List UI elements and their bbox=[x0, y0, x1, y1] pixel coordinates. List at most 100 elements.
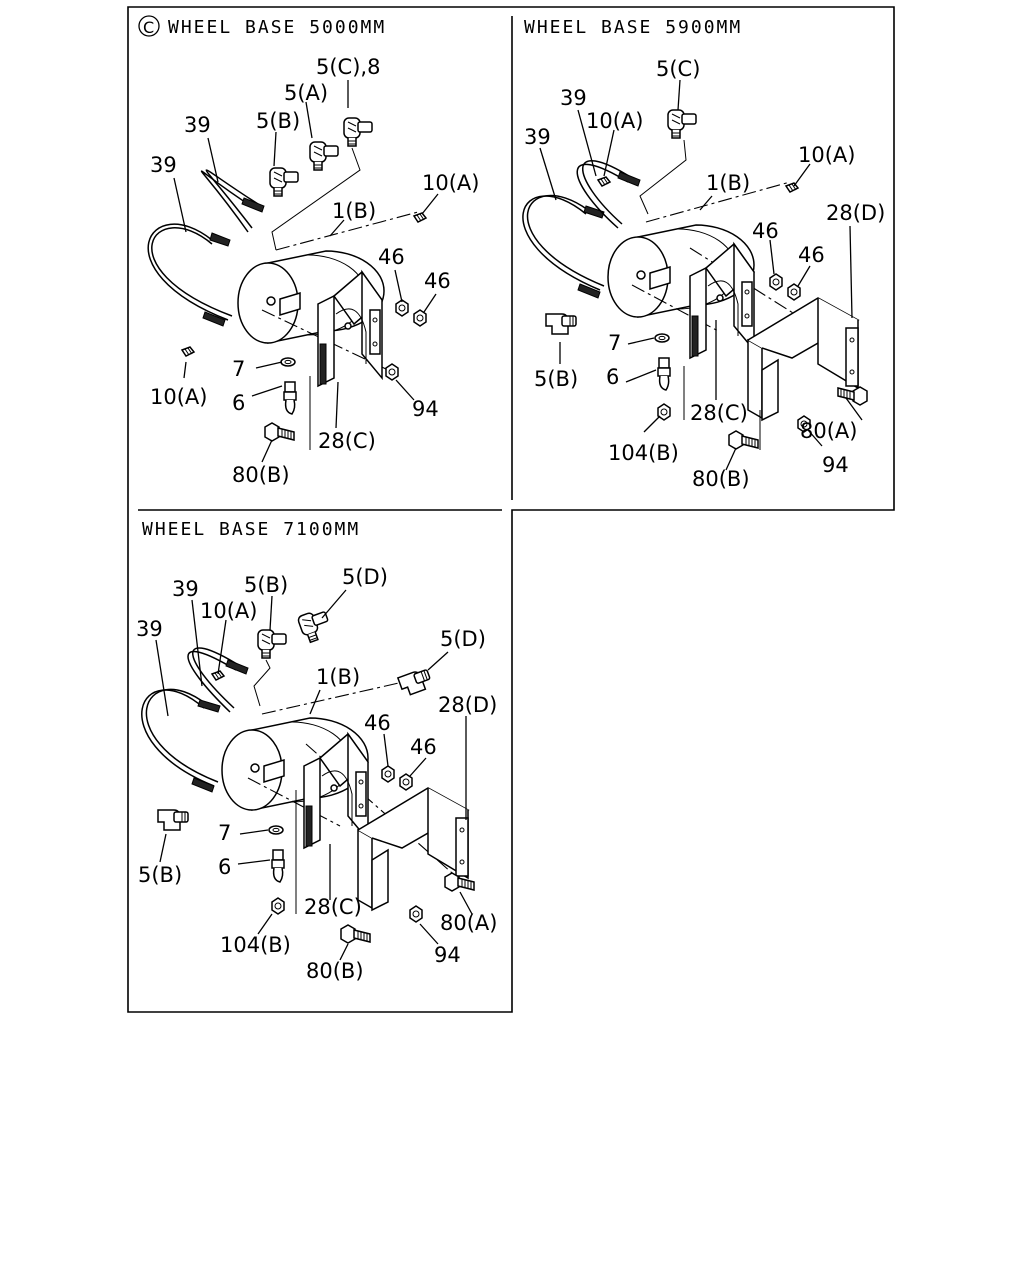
plug-10a-bottom bbox=[181, 346, 195, 357]
callout: 80(B) bbox=[692, 467, 750, 491]
callout: 80(A) bbox=[440, 911, 497, 935]
panel-wheel-base-5000: C WHEEL BASE 5000MM bbox=[138, 15, 479, 487]
hoses bbox=[147, 169, 265, 327]
nut-46-a bbox=[381, 765, 395, 783]
callout: 7 bbox=[218, 821, 231, 845]
drain-valve-6 bbox=[283, 381, 297, 415]
callout: 5(D) bbox=[440, 627, 486, 651]
leader-lines bbox=[539, 79, 863, 471]
leader-lines bbox=[173, 80, 439, 463]
panel-marker: C bbox=[143, 18, 154, 37]
callout: 39 bbox=[172, 577, 199, 601]
callout: 104(B) bbox=[608, 441, 679, 465]
bolt-80b bbox=[340, 924, 371, 944]
callout: 46 bbox=[798, 243, 825, 267]
callout: 10(A) bbox=[586, 109, 643, 133]
callout: 39 bbox=[136, 617, 163, 641]
callout: 1(B) bbox=[706, 171, 750, 195]
nut-46-b bbox=[787, 283, 801, 301]
panel-frames bbox=[127, 6, 895, 1013]
callout: 1(B) bbox=[316, 665, 360, 689]
washer-7 bbox=[268, 825, 284, 835]
elbow-fitting-5b-bottom bbox=[157, 809, 189, 831]
callout: 10(A) bbox=[422, 171, 479, 195]
callout: 5(B) bbox=[138, 863, 182, 887]
bolt-80a bbox=[837, 386, 868, 406]
callout: 28(C) bbox=[318, 429, 376, 453]
callout: 6 bbox=[232, 391, 245, 415]
callout: 80(A) bbox=[800, 419, 857, 443]
callout: 7 bbox=[232, 357, 245, 381]
panel-wheel-base-7100: WHEEL BASE 7100MM bbox=[136, 519, 497, 983]
callout: 104(B) bbox=[220, 933, 291, 957]
callout: 39 bbox=[150, 153, 177, 177]
drain-valve-6 bbox=[271, 849, 285, 883]
callout: 39 bbox=[524, 125, 551, 149]
washer-7 bbox=[654, 333, 670, 343]
nut-46-a bbox=[395, 299, 409, 317]
bolt-80b bbox=[728, 430, 759, 450]
callout: 7 bbox=[608, 331, 621, 355]
callout: 5(C) bbox=[656, 57, 700, 81]
panel-title: WHEEL BASE 5000MM bbox=[168, 17, 386, 38]
callout: 5(D) bbox=[342, 565, 388, 589]
nut-46-b bbox=[413, 309, 427, 327]
copyright-marker-icon bbox=[138, 15, 160, 37]
elbow-fitting-5c bbox=[667, 109, 697, 139]
bracket-28d bbox=[747, 297, 859, 421]
elbow-fitting-5a bbox=[309, 141, 339, 171]
callout: 10(A) bbox=[798, 143, 855, 167]
callout: 6 bbox=[606, 365, 619, 389]
elbow-fitting-5c bbox=[343, 117, 373, 147]
plug-10a-right bbox=[785, 182, 799, 193]
callout: 28(C) bbox=[304, 895, 362, 919]
callout: 46 bbox=[752, 219, 779, 243]
callout: 5(A) bbox=[284, 81, 328, 105]
elbow-fitting-5b bbox=[269, 167, 299, 197]
callout: 5(B) bbox=[244, 573, 288, 597]
bolt-80b bbox=[264, 422, 295, 442]
callout: 6 bbox=[218, 855, 231, 879]
elbow-fitting-5d-top bbox=[296, 607, 334, 645]
panel-title: WHEEL BASE 5900MM bbox=[524, 17, 742, 38]
callout: 46 bbox=[364, 711, 391, 735]
callout: 80(B) bbox=[232, 463, 290, 487]
nut-104b bbox=[271, 897, 285, 915]
callout: 94 bbox=[412, 397, 439, 421]
nut-46-a bbox=[769, 273, 783, 291]
leader-lines bbox=[155, 589, 473, 961]
elbow-fitting-5b bbox=[545, 313, 577, 335]
callout: 39 bbox=[184, 113, 211, 137]
drain-valve-6 bbox=[657, 357, 671, 391]
callout: 10(A) bbox=[150, 385, 207, 409]
bracket-28d bbox=[357, 787, 469, 911]
callout: 28(D) bbox=[438, 693, 497, 717]
washer-7 bbox=[280, 357, 296, 367]
callout: 80(B) bbox=[306, 959, 364, 983]
plug-10a-top bbox=[413, 212, 427, 223]
callout: 5(B) bbox=[256, 109, 300, 133]
panel-title: WHEEL BASE 7100MM bbox=[142, 519, 360, 540]
nut-94 bbox=[409, 905, 423, 923]
callout: 46 bbox=[378, 245, 405, 269]
hoses bbox=[522, 159, 641, 299]
callout: 5(C),8 bbox=[316, 55, 380, 79]
callout: 39 bbox=[560, 86, 587, 110]
callout: 46 bbox=[424, 269, 451, 293]
panel-wheel-base-5900: WHEEL BASE 5900MM bbox=[522, 17, 885, 491]
callout: 5(B) bbox=[534, 367, 578, 391]
callout: 1(B) bbox=[332, 199, 376, 223]
nut-104b bbox=[657, 403, 671, 421]
callout: 28(C) bbox=[690, 401, 748, 425]
callout: 28(D) bbox=[826, 201, 885, 225]
nut-46-b bbox=[399, 773, 413, 791]
elbow-fitting-5b-top bbox=[257, 629, 287, 659]
nut-94 bbox=[385, 363, 399, 381]
plug-10a-left bbox=[597, 176, 611, 187]
elbow-fitting-5d-right bbox=[397, 666, 434, 698]
callout: 46 bbox=[410, 735, 437, 759]
callout: 10(A) bbox=[200, 599, 257, 623]
callout: 94 bbox=[822, 453, 849, 477]
hoses bbox=[141, 647, 249, 793]
